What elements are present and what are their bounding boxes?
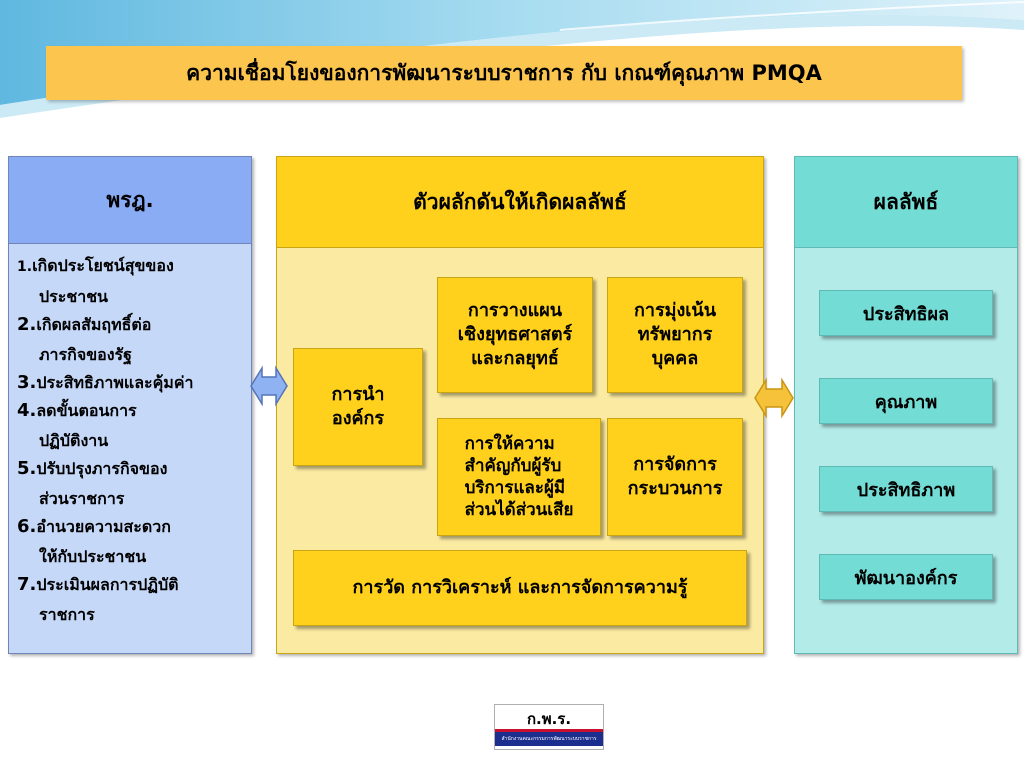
item-line2: ให้กับประชาชน [39,547,147,566]
item-line2: ปฏิบัติงาน [39,431,109,450]
logo-stripe [495,729,603,732]
item-line2: ส่วนราชการ [39,489,125,508]
drivers-panel: ตัวผลักดันให้เกิดผลลัพธ์ การนำ องค์กร กา… [276,156,764,654]
opdc-logo: ก.พ.ร. สำนักงานคณะกรรมการพัฒนาระบบราชการ [494,704,604,750]
leadership-box: การนำ องค์กร [293,348,423,466]
item-line2: ภารกิจของรัฐ [39,345,132,364]
list-item: 3.ประสิทธิภาพและคุ้มค่า [17,369,249,397]
item-number: 2. [17,314,37,335]
drivers-heading: ตัวผลักดันให้เกิดผลลัพธ์ [277,157,763,248]
result-org-development: พัฒนาองค์กร [819,554,993,600]
item-number: 6. [17,516,37,537]
decree-list: 1.เกิดประโยชน์สุขของประชาชน 2.เกิดผลสัมฤ… [17,252,249,629]
item-line2: ประชาชน [39,287,108,306]
item-number: 7. [17,574,37,595]
customer-focus-box: การให้ความ สำคัญกับผู้รับ บริการและผู้มี… [437,418,601,536]
decree-body: 1.เกิดประโยชน์สุขของประชาชน 2.เกิดผลสัมฤ… [9,244,251,653]
decree-panel: พรฎ. 1.เกิดประโยชน์สุขของประชาชน 2.เกิดผ… [8,156,252,654]
item-line1: ประสิทธิภาพและคุ้มค่า [36,373,194,392]
decree-heading: พรฎ. [9,157,251,244]
list-item: 4.ลดขั้นตอนการปฏิบัติงาน [17,397,249,455]
list-item: 1.เกิดประโยชน์สุขของประชาชน [17,252,249,311]
list-item: 2.เกิดผลสัมฤทธิ์ต่อภารกิจของรัฐ [17,311,249,369]
hr-focus-box: การมุ่งเน้น ทรัพยากร บุคคล [607,277,743,393]
result-efficiency: ประสิทธิภาพ [819,466,993,512]
results-body: ประสิทธิผล คุณภาพ ประสิทธิภาพ พัฒนาองค์ก… [795,248,1017,653]
item-number: 3. [17,372,37,393]
page-title: ความเชื่อมโยงของการพัฒนาระบบราชการ กับ เ… [46,46,962,100]
item-line2: ราชการ [39,605,95,624]
results-panel: ผลลัพธ์ ประสิทธิผล คุณภาพ ประสิทธิภาพ พั… [794,156,1018,654]
double-arrow-icon [250,365,288,407]
item-line1: ปรับปรุงภารกิจของ [36,459,168,478]
drivers-body: การนำ องค์กร การวางแผน เชิงยุทธศาสตร์ แล… [277,248,763,653]
list-item: 5.ปรับปรุงภารกิจของส่วนราชการ [17,455,249,513]
results-heading: ผลลัพธ์ [795,157,1017,248]
list-item: 6.อำนวยความสะดวกให้กับประชาชน [17,513,249,571]
item-line1: ลดขั้นตอนการ [36,401,137,420]
item-number: 1. [17,259,33,275]
item-line1: อำนวยความสะดวก [36,517,171,536]
logo-text: ก.พ.ร. [526,710,572,728]
list-item: 7.ประเมินผลการปฏิบัติราชการ [17,571,249,629]
logo-subtext: สำนักงานคณะกรรมการพัฒนาระบบราชการ [495,732,603,746]
item-line1: เกิดผลสัมฤทธิ์ต่อ [36,315,152,334]
background-swoosh [0,0,1024,118]
strategic-planning-box: การวางแผน เชิงยุทธศาสตร์ และกลยุทธ์ [437,277,593,393]
result-quality: คุณภาพ [819,378,993,424]
item-number: 5. [17,458,37,479]
result-effectiveness: ประสิทธิผล [819,290,993,336]
measurement-box: การวัด การวิเคราะห์ และการจัดการความรู้ [293,550,747,626]
item-number: 4. [17,400,37,421]
item-line1: ประเมินผลการปฏิบัติ [36,575,179,594]
process-management-box: การจัดการ กระบวนการ [607,418,743,536]
double-arrow-icon [754,377,794,419]
item-line1: เกิดประโยชน์สุขของ [32,256,174,275]
